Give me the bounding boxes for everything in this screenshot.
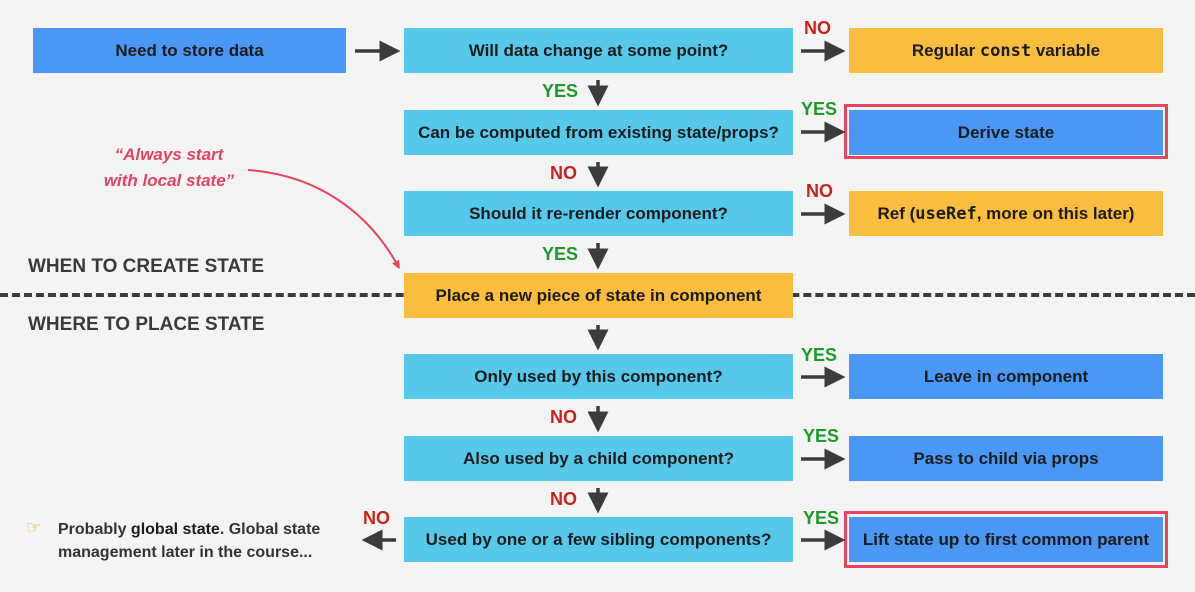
will-data-change-box: Will data change at some point?: [404, 28, 793, 73]
quote-line-2: with local state”: [103, 171, 235, 190]
used-by-siblings-box: Used by one or a few sibling components?: [404, 517, 793, 562]
ref-code-text: useRef: [915, 203, 977, 224]
lift-state-up-box: Lift state up to first common parent: [849, 517, 1163, 562]
leave-in-component-box: Leave in component: [849, 354, 1163, 399]
yes-label-child: YES: [803, 426, 840, 446]
const-code-text: const: [979, 40, 1032, 61]
note-line-2: management later in the course...: [58, 544, 313, 561]
pass-to-child-box: Pass to child via props: [849, 436, 1163, 481]
quote-line-1: “Always start: [114, 145, 224, 164]
derive-state-box: Derive state: [849, 110, 1163, 155]
no-label-child: NO: [550, 489, 577, 509]
can-be-computed-box: Can be computed from existing state/prop…: [404, 110, 793, 155]
global-state-note: Probably global state. Global state mana…: [58, 518, 358, 564]
yes-label-only-used: YES: [801, 345, 838, 365]
ref-box: Ref (useRef, more on this later): [849, 191, 1163, 236]
const-post-text: variable: [1035, 40, 1101, 60]
note-bold-text: global state: [130, 521, 220, 538]
no-label-rerender: NO: [806, 181, 833, 201]
regular-const-variable-box: Regular const variable: [849, 28, 1163, 73]
section-where-to-place: WHERE TO PLACE STATE: [28, 314, 265, 335]
place-new-state-box: Place a new piece of state in component: [404, 273, 793, 318]
no-label-only-used: NO: [550, 407, 577, 427]
yes-label-will-change: YES: [542, 81, 579, 101]
only-used-by-component-box: Only used by this component?: [404, 354, 793, 399]
note-post-text: . Global state: [219, 521, 321, 538]
ref-post-text: , more on this later): [976, 203, 1135, 223]
quote-pointer-arrow: [247, 169, 398, 266]
section-when-to-create: WHEN TO CREATE STATE: [28, 256, 265, 277]
yes-label-computed: YES: [801, 99, 838, 119]
used-by-child-box: Also used by a child component?: [404, 436, 793, 481]
const-pre-text: Regular: [911, 40, 976, 60]
yes-label-siblings: YES: [803, 508, 840, 528]
no-label-computed: NO: [550, 163, 577, 183]
pointing-hand-icon: ☞: [26, 518, 42, 537]
no-label-siblings: NO: [363, 508, 390, 528]
should-rerender-box: Should it re-render component?: [404, 191, 793, 236]
no-label-will-change: NO: [804, 18, 831, 38]
always-start-local-quote: “Always start with local state”: [84, 142, 254, 194]
ref-pre-text: Ref (: [877, 203, 916, 223]
derive-state-highlight: [844, 104, 1168, 159]
need-to-store-data-box: Need to store data: [33, 28, 346, 73]
lift-state-highlight: [844, 511, 1168, 568]
note-pre-text: Probably: [58, 521, 127, 538]
yes-label-rerender: YES: [542, 244, 579, 264]
